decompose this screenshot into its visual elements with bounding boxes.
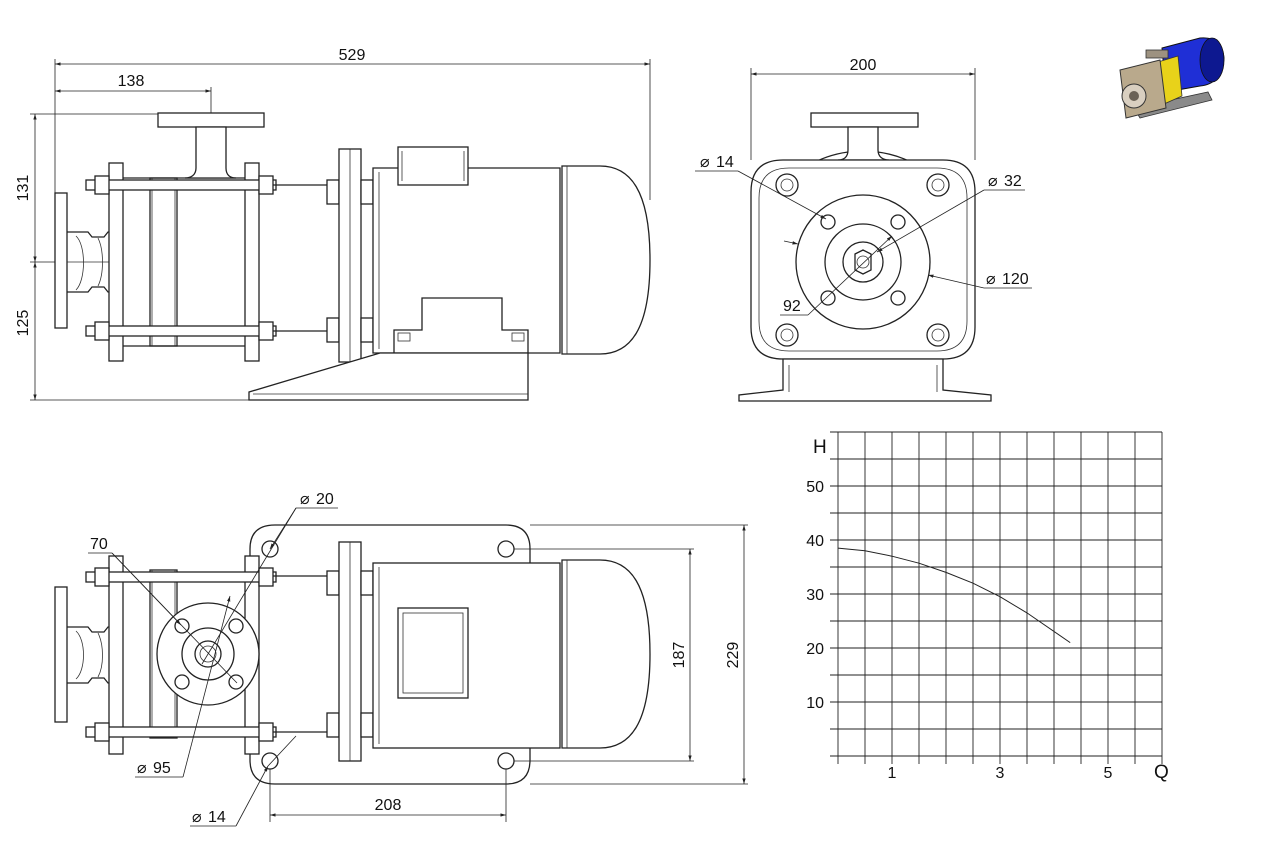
- x-tick-label: 5: [1104, 765, 1113, 782]
- dim-base-width: 229: [725, 642, 742, 669]
- dim-pcd: 92: [783, 298, 801, 315]
- front-view: 200 ⌀ 14 ⌀ 32 ⌀ 120 92: [695, 57, 1032, 402]
- x-tick-labels: 1 3 5: [888, 765, 1113, 782]
- x-axis-label: Q: [1154, 762, 1169, 783]
- dim-bolt-hole: 14: [716, 154, 734, 171]
- dim-total-length: 529: [339, 47, 366, 64]
- y-tick-label: 30: [806, 587, 824, 604]
- head-flow-curve: [837, 547, 1071, 644]
- top-view: ⌀ 20 70 ⌀ 95 ⌀ 14 208 187 229: [54, 491, 748, 827]
- y-tick-label: 10: [806, 695, 824, 712]
- dim-flange-label: ⌀: [986, 271, 996, 288]
- y-axis-label: H: [813, 437, 827, 458]
- dim-upper-height: 131: [15, 175, 32, 202]
- dim-bore: 32: [1004, 173, 1022, 190]
- dim-hole: 20: [316, 491, 334, 508]
- dim-outlet-offset: 138: [118, 73, 145, 90]
- pump-3d-thumbnail: [1119, 37, 1225, 119]
- chart-series: [837, 547, 1071, 644]
- dim-base-hole-label: ⌀: [192, 809, 202, 826]
- chart-grid: [830, 431, 1163, 764]
- dim-hole-label: ⌀: [300, 491, 310, 508]
- x-tick-label: 3: [996, 765, 1005, 782]
- dim-base-inner: 187: [671, 642, 688, 669]
- y-tick-labels: 10 20 30 40 50: [806, 479, 824, 712]
- dim-flange-top-label: ⌀: [137, 760, 147, 777]
- corner-bolt: [775, 173, 950, 347]
- dim-base-spacing: 208: [375, 797, 402, 814]
- dim-bore-label: ⌀: [988, 173, 998, 190]
- dim-flange-top: 95: [153, 760, 171, 777]
- dim-pcd-top: 70: [90, 536, 108, 553]
- y-tick-label: 50: [806, 479, 824, 496]
- y-tick-label: 20: [806, 641, 824, 658]
- dim-lower-height: 125: [15, 310, 32, 337]
- dim-flange: 120: [1002, 271, 1029, 288]
- y-tick-label: 40: [806, 533, 824, 550]
- dim-front-width: 200: [850, 57, 877, 74]
- performance-chart: 10 20 30 40 50 1 3 5 H Q: [806, 431, 1169, 783]
- x-tick-label: 1: [888, 765, 897, 782]
- dim-base-hole: 14: [208, 809, 226, 826]
- side-view: 529 138 131 125: [15, 47, 651, 401]
- dim-bolt-hole-label: ⌀: [700, 154, 710, 171]
